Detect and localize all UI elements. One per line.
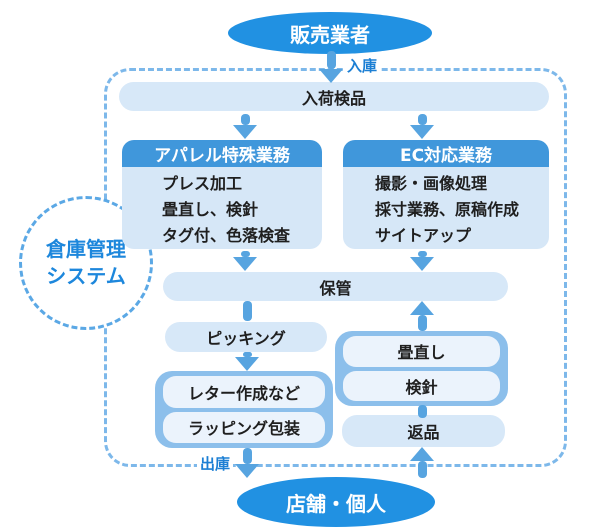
arrow-up-icon (410, 447, 434, 461)
picking-label: ピッキング (206, 329, 286, 348)
connector-storage-to-picking (243, 301, 252, 321)
arrow-returnsgroup-to-storage (410, 301, 434, 331)
inbound-arrow-stem (326, 51, 336, 69)
ec-item: 採寸業務、原稿作成 (375, 200, 520, 219)
connector-returns-to-group (418, 405, 427, 418)
returns-group: 畳直し 検針 (335, 331, 508, 406)
apparel-operations-body: プレス加工 畳直し、検針 タグ付、色落検査 (122, 167, 322, 249)
refold-label: 畳直し (397, 343, 446, 363)
letter-creation-label: レター作成など (187, 383, 300, 403)
arrow-down-icon (235, 464, 259, 478)
arrow-receiving-to-apparel (233, 114, 257, 139)
outbound-arrow (235, 448, 259, 478)
ec-operations-header: EC対応業務 (343, 140, 549, 167)
arrow-stem (417, 461, 427, 478)
letter-creation-pill: レター作成など (163, 376, 325, 408)
arrow-down-icon (410, 257, 434, 271)
arrow-stem (417, 114, 427, 125)
arrow-down-icon (235, 357, 259, 371)
arrow-stem (240, 114, 250, 125)
arrow-picking-to-shipping (235, 352, 259, 371)
refold-pill: 畳直し (343, 336, 500, 367)
arrow-down-icon (233, 125, 257, 139)
ec-item: サイトアップ (375, 226, 472, 245)
arrow-down-icon (410, 125, 434, 139)
arrow-receiving-to-ec (410, 114, 434, 139)
apparel-operations-header: アパレル特殊業務 (122, 140, 322, 167)
wrapping-label: ラッピング包装 (187, 419, 300, 439)
apparel-item: プレス加工 (162, 174, 243, 193)
apparel-operations-box: アパレル特殊業務 プレス加工 畳直し、検針 タグ付、色落検査 (122, 140, 322, 249)
receiving-inspection-label: 入荷検品 (301, 88, 366, 108)
arrow-ec-to-storage (410, 251, 434, 271)
apparel-item: タグ付、色落検査 (162, 226, 291, 245)
ec-operations-body: 撮影・画像処理 採寸業務、原稿作成 サイトアップ (343, 167, 549, 249)
warehouse-system-label-line1: 倉庫管理 (46, 237, 126, 261)
wrapping-pill: ラッピング包装 (163, 411, 325, 443)
storage-bar: 保管 (163, 272, 508, 301)
warehouse-system-label-line2: システム (46, 264, 126, 288)
inbound-label: 入庫 (344, 57, 381, 75)
arrow-stem (240, 251, 250, 257)
shipping-group: レター作成など ラッピング包装 (155, 371, 333, 448)
outbound-arrow-stem (242, 448, 252, 464)
apparel-item: 畳直し、検針 (162, 200, 259, 219)
returns-label: 返品 (407, 423, 440, 442)
vendor-node: 販売業者 (228, 12, 432, 54)
arrow-apparel-to-storage (233, 251, 257, 271)
outbound-label: 出庫 (197, 455, 234, 473)
vendor-label: 販売業者 (290, 22, 370, 47)
arrow-down-icon (233, 257, 257, 271)
returns-pill: 返品 (342, 415, 505, 447)
arrow-down-icon (319, 69, 343, 83)
arrow-stem (242, 352, 252, 357)
inbound-arrow (319, 51, 343, 83)
picking-pill: ピッキング (165, 322, 327, 352)
arrow-stem (417, 251, 427, 257)
arrow-stem (417, 315, 427, 331)
storage-label: 保管 (319, 278, 352, 298)
arrow-up-icon (410, 301, 434, 315)
ec-operations-box: EC対応業務 撮影・画像処理 採寸業務、原稿作成 サイトアップ (343, 140, 549, 249)
needle-check-label: 検針 (405, 377, 438, 397)
customer-node: 店舗・個人 (237, 477, 435, 527)
customer-label: 店舗・個人 (286, 491, 386, 516)
ec-item: 撮影・画像処理 (375, 174, 488, 193)
arrow-customer-to-returns (410, 447, 434, 478)
warehouse-system-badge: 倉庫管理 システム (19, 196, 153, 330)
needle-check-pill: 検針 (343, 370, 500, 401)
receiving-inspection-bar: 入荷検品 (119, 82, 549, 111)
